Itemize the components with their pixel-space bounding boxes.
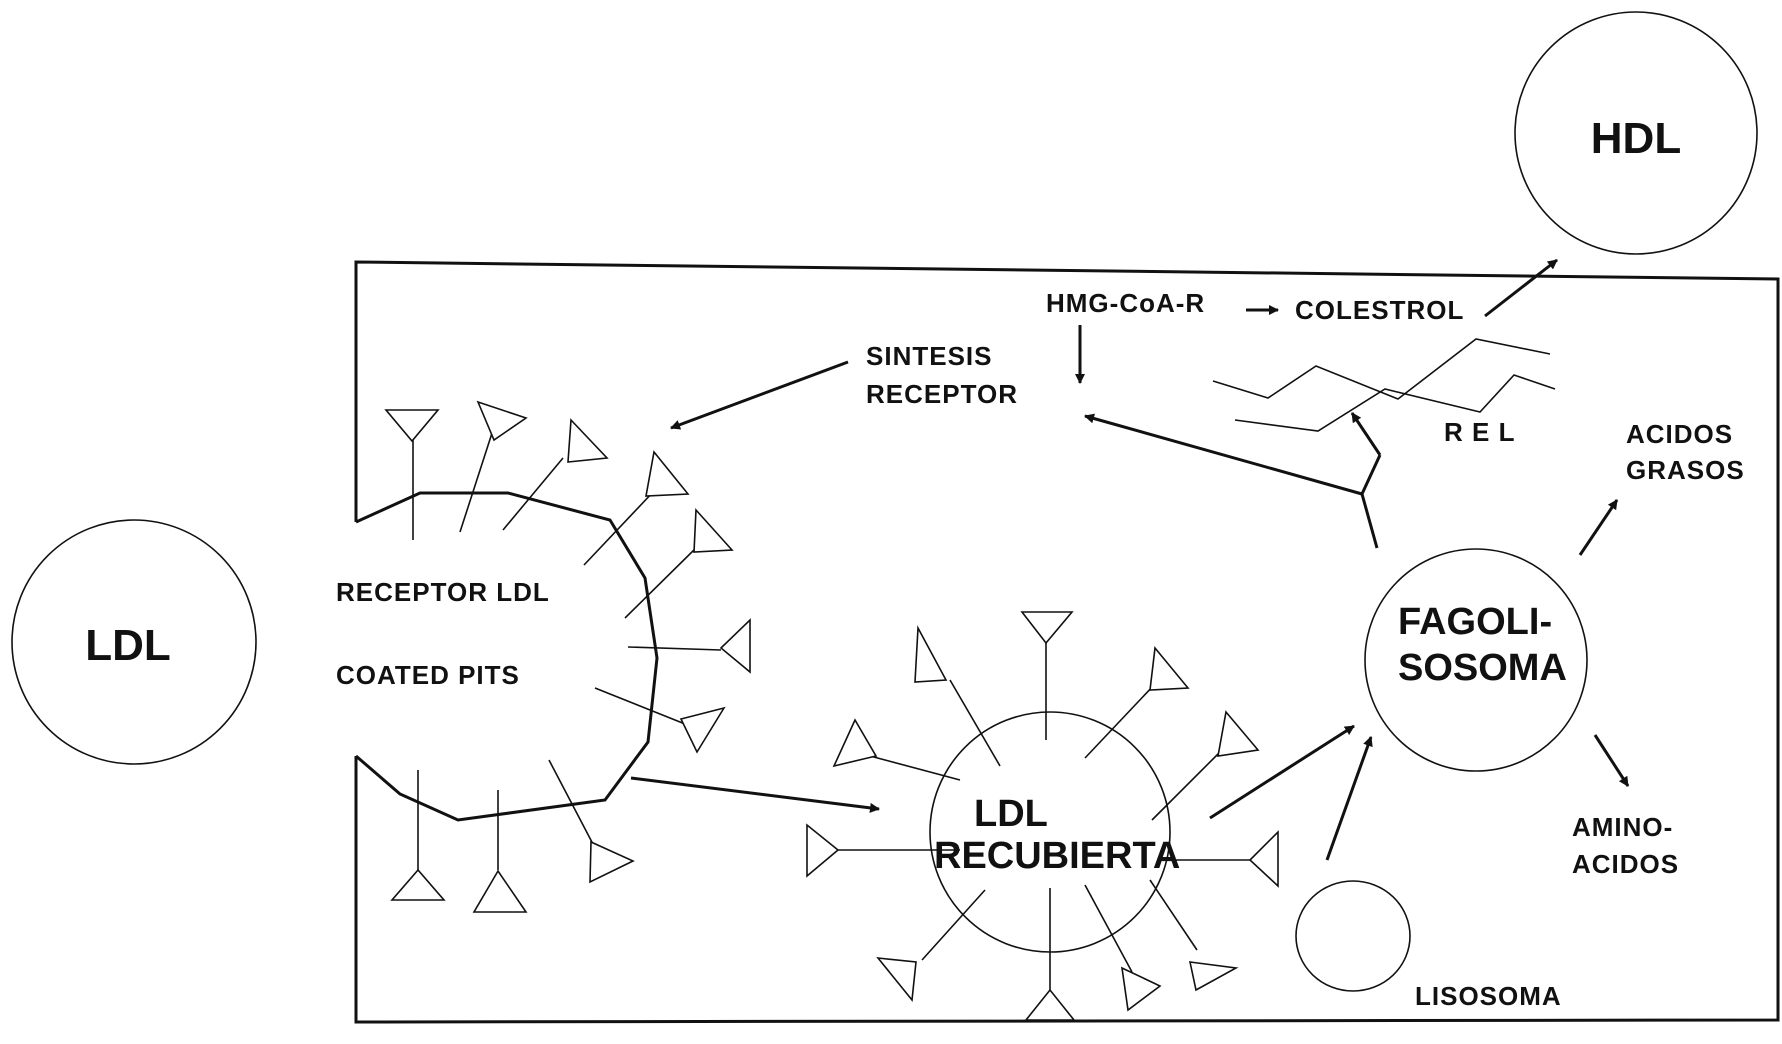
ldl-recubierta-label-2: RECUBIERTA xyxy=(934,835,1180,877)
arrow-to-rel xyxy=(1352,413,1380,455)
arrow-to-acidos-grasos xyxy=(1580,500,1617,555)
sintesis-label: SINTESIS xyxy=(866,341,992,371)
receptor-label: RECEPTOR xyxy=(866,379,1018,409)
rel-label: R E L xyxy=(1444,417,1515,447)
amino-acidos-label: ACIDOS xyxy=(1572,849,1679,879)
sosoma-label: SOSOMA xyxy=(1398,647,1567,689)
hmg-coa-r-label: HMG-CoA-R xyxy=(1046,288,1205,318)
fagoli-label: FAGOLI- xyxy=(1398,601,1552,643)
grasos-label: GRASOS xyxy=(1626,455,1745,485)
lisosoma xyxy=(1296,881,1410,991)
coated-pits-label: COATED PITS xyxy=(336,660,520,690)
arrow-colestrol-to-hdl xyxy=(1485,260,1557,316)
colestrol-label: COLESTROL xyxy=(1295,295,1464,325)
hdl-label: HDL xyxy=(1591,114,1681,163)
amino-label: AMINO- xyxy=(1572,812,1673,842)
ldl-label: LDL xyxy=(85,621,171,670)
arrow-lisosoma-to-fagolisosoma xyxy=(1327,737,1371,860)
ldl-recubierta-label-1: LDL xyxy=(974,793,1048,835)
arrow-pit-to-vesicle xyxy=(631,778,879,809)
arrow-sintesis-to-receptors xyxy=(671,362,848,428)
coated-pit-receptors xyxy=(386,402,750,912)
arrow-fagolisosoma-branch xyxy=(1362,455,1380,548)
coated-pit-membrane xyxy=(356,493,657,820)
receptor-ldl-label: RECEPTOR LDL xyxy=(336,577,550,607)
arrow-to-sintesis xyxy=(1085,416,1362,494)
cell-membrane xyxy=(356,262,1778,1022)
arrow-to-aminoacidos xyxy=(1595,735,1628,786)
pathway-arrows xyxy=(631,260,1628,860)
lisosoma-label: LISOSOMA xyxy=(1415,981,1562,1011)
acidos-label: ACIDOS xyxy=(1626,419,1733,449)
